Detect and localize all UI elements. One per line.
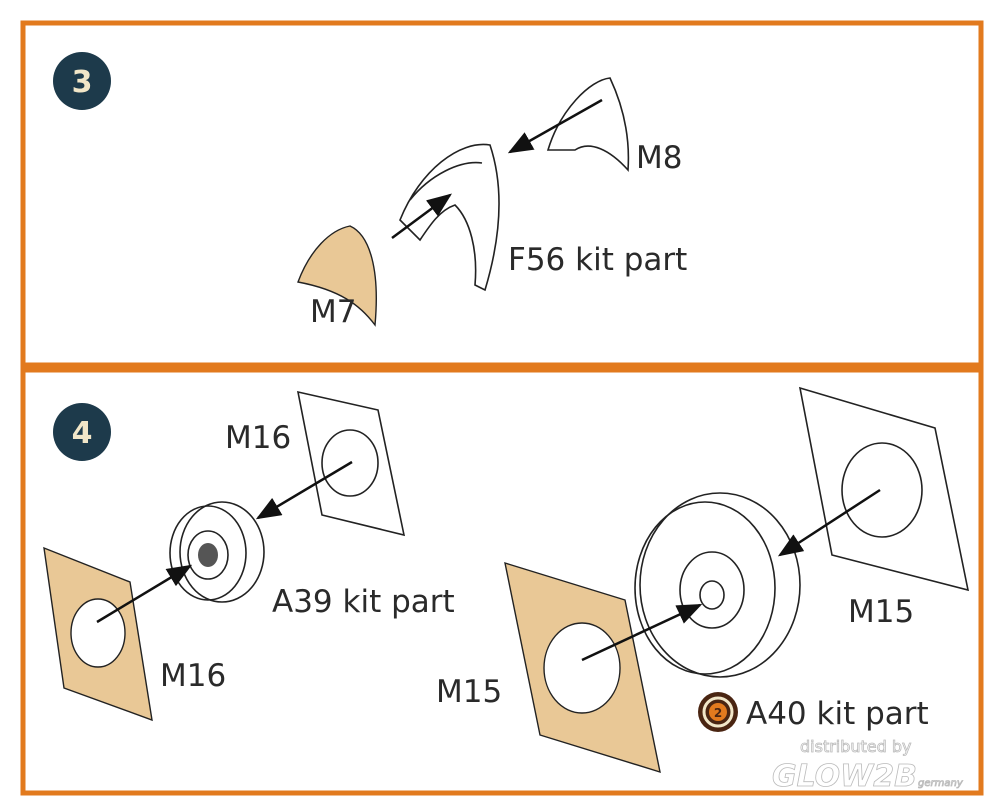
label-m15-right: M15: [848, 594, 914, 630]
label-m8: M8: [636, 140, 682, 176]
label-m15-left: M15: [436, 674, 502, 710]
label-a40: A40 kit part: [746, 696, 929, 732]
step-number: 3: [72, 65, 93, 100]
label-m16-bottom: M16: [160, 658, 226, 694]
part-f56: [399, 143, 500, 292]
step4-panel: [20, 367, 984, 796]
arrow-m7: [391, 193, 453, 240]
part-m8: [546, 77, 630, 172]
arrow-m15-left: [581, 603, 703, 662]
repeat-2x-icon: 2: [698, 692, 738, 732]
watermark-line1: distributed by: [800, 737, 912, 756]
step4-badge: 4: [53, 403, 111, 461]
repeat-count: 2: [714, 706, 722, 720]
step-number: 4: [72, 416, 93, 451]
label-m7: M7: [310, 294, 356, 330]
label-f56: F56 kit part: [508, 242, 687, 278]
wheel-a40: [634, 492, 801, 678]
wheel-a39: [169, 501, 265, 603]
label-a39: A39 kit part: [272, 584, 455, 620]
mask-hole: [543, 622, 621, 714]
watermark-line3: germany: [918, 778, 964, 789]
mask-m16-top: [296, 390, 406, 537]
step3-badge: 3: [53, 52, 111, 110]
mask-hole: [841, 442, 923, 538]
watermark-logo: GLOW2B: [772, 759, 917, 794]
arrow-m16-top: [255, 460, 353, 520]
part-m7: [297, 225, 377, 327]
watermark: distributed by GLOW2B germany: [772, 737, 965, 795]
mask-hole: [321, 429, 379, 497]
arrow-m8: [507, 98, 603, 154]
mask-hole: [70, 598, 126, 668]
arrow-m16-bottom: [96, 564, 193, 624]
step3-panel: [20, 20, 984, 368]
label-m16-top: M16: [225, 420, 291, 456]
arrow-m15-right: [777, 488, 881, 557]
mask-m15-right: [798, 386, 970, 592]
